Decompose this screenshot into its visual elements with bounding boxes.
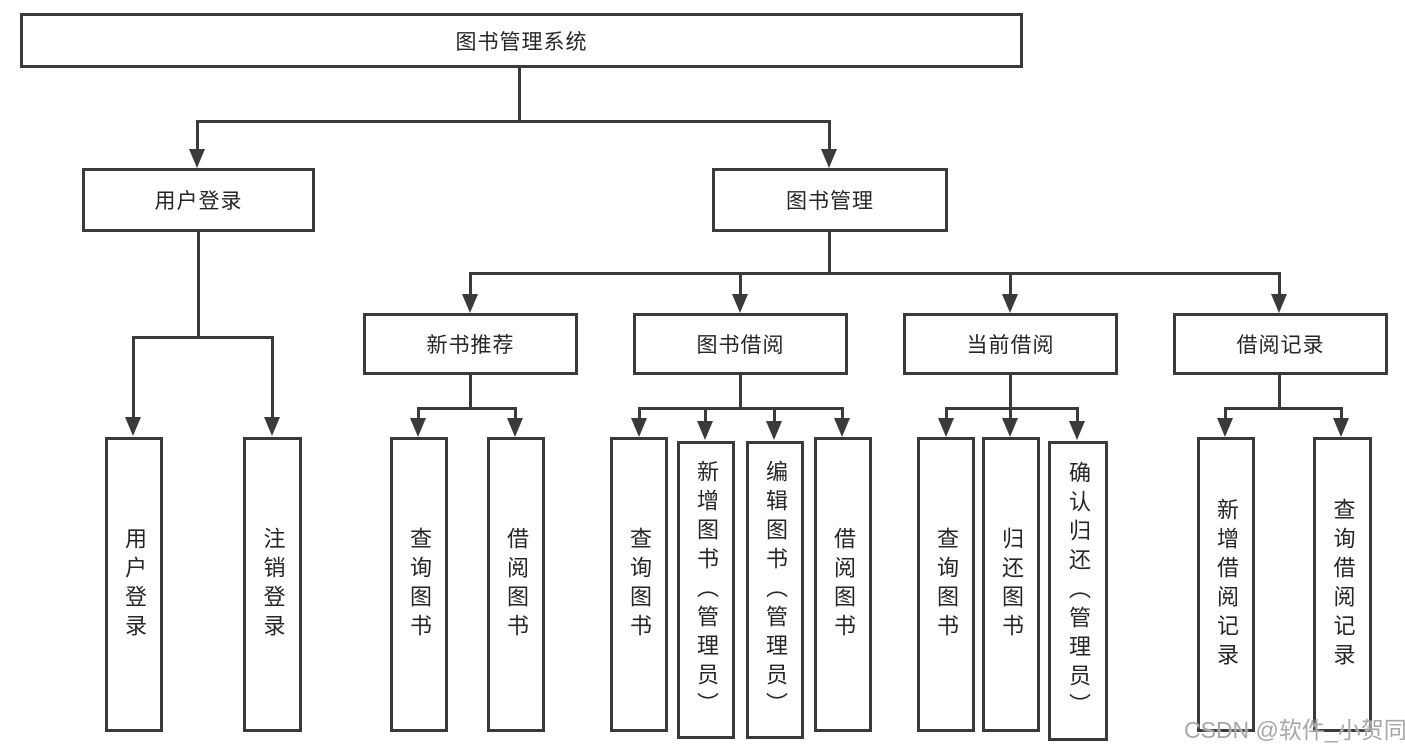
connector-book-borrow-bar [638, 407, 844, 410]
leaf-query-borrow-record: 查询借阅记录 [1313, 437, 1372, 732]
node-label: 图书借阅 [696, 334, 785, 357]
leaf-label: 用户登录 [122, 526, 147, 643]
connector-drop-new-book [469, 272, 472, 295]
arrow-down-icon [821, 149, 837, 168]
connector-drop-leaf [1009, 407, 1012, 420]
connector-borrow-records-stem [1278, 375, 1281, 407]
connector-current-borrow-bar [945, 407, 1079, 410]
connector-drop-user-login [196, 120, 199, 151]
node-label: 当前借阅 [966, 334, 1055, 357]
node-library-management-system: 图书管理系统 [20, 13, 1023, 68]
node-user-login: 用户登录 [82, 168, 315, 232]
arrow-down-icon [189, 149, 205, 168]
connector-borrow-records-bar [1224, 407, 1343, 410]
leaf-label: 归还图书 [999, 526, 1024, 643]
node-label: 用户登录 [154, 190, 243, 213]
arrow-down-icon [1271, 294, 1287, 313]
connector-new-book-bar [417, 407, 517, 410]
arrow-down-icon [1217, 418, 1233, 437]
leaf-label: 查询图书 [407, 526, 432, 643]
node-borrow-records: 借阅记录 [1173, 313, 1388, 375]
leaf-label: 查询借阅记录 [1330, 497, 1356, 672]
leaf-label: 借阅图书 [831, 526, 856, 643]
connector-drop-leaf [1076, 407, 1079, 422]
node-current-borrow: 当前借阅 [903, 313, 1118, 375]
connector-drop-leaf [773, 407, 776, 422]
node-label: 新书推荐 [426, 334, 515, 357]
connector-drop-leaf [514, 407, 517, 420]
leaf-label: 确认归还（管理员） [1066, 460, 1091, 722]
node-book-borrow: 图书借阅 [633, 313, 848, 375]
connector-drop-leaf [1340, 407, 1343, 420]
leaf-borrow-book-recommend: 借阅图书 [487, 437, 545, 732]
leaf-label: 查询图书 [627, 526, 652, 643]
connector-drop-leaf [841, 407, 844, 420]
node-book-management: 图书管理 [712, 168, 948, 232]
leaf-edit-book-admin: 编辑图书（管理员） [746, 441, 804, 739]
arrow-down-icon [938, 418, 954, 437]
connector-drop-leaf [271, 336, 274, 418]
leaf-label: 新增图书（管理员） [694, 459, 719, 721]
connector-book-borrow-stem [739, 375, 742, 407]
arrow-down-icon [631, 418, 647, 437]
connector-root-bar [196, 120, 831, 123]
leaf-query-book-current: 查询图书 [917, 437, 975, 732]
arrow-down-icon [697, 421, 713, 440]
connector-root-stem [518, 68, 521, 120]
connector-drop-leaf [417, 407, 420, 420]
connector-current-borrow-stem [1009, 375, 1012, 407]
arrow-down-icon [507, 418, 523, 437]
leaf-query-book-borrow: 查询图书 [610, 437, 668, 732]
arrow-down-icon [766, 421, 782, 440]
arrow-down-icon [1002, 418, 1018, 437]
arrow-down-icon [834, 418, 850, 437]
connector-drop-leaf [945, 407, 948, 420]
connector-drop-book-management [828, 120, 831, 151]
connector-drop-leaf [704, 407, 707, 422]
connector-drop-current-borrow [1009, 272, 1012, 295]
leaf-logout: 注销登录 [243, 437, 302, 732]
leaf-label: 借阅图书 [504, 526, 529, 643]
connector-drop-borrow-records [1278, 272, 1281, 295]
leaf-label: 新增借阅记录 [1214, 497, 1239, 672]
leaf-user-login: 用户登录 [105, 437, 163, 732]
leaf-label: 编辑图书（管理员） [763, 459, 788, 721]
node-label: 借阅记录 [1236, 334, 1325, 357]
leaf-return-book: 归还图书 [982, 437, 1040, 732]
node-label: 图书管理 [786, 190, 874, 213]
connector-drop-leaf [638, 407, 641, 420]
connector-book-mgmt-bar [469, 272, 1281, 275]
connector-drop-leaf [1224, 407, 1227, 420]
arrow-down-icon [1333, 418, 1349, 437]
arrow-down-icon [1069, 421, 1085, 440]
watermark: CSDN @软件_小贺同学 [1184, 717, 1405, 743]
leaf-borrow-book: 借阅图书 [814, 437, 872, 732]
leaf-confirm-return-admin: 确认归还（管理员） [1048, 441, 1108, 741]
node-new-book-recommend: 新书推荐 [363, 313, 578, 375]
connector-user-login-bar [132, 336, 274, 339]
arrow-down-icon [410, 418, 426, 437]
arrow-down-icon [462, 294, 478, 313]
connector-new-book-stem [469, 375, 472, 407]
arrow-down-icon [1002, 294, 1018, 313]
leaf-add-borrow-record: 新增借阅记录 [1197, 437, 1255, 732]
leaf-label: 查询图书 [934, 526, 959, 643]
arrow-down-icon [732, 294, 748, 313]
connector-user-login-stem [197, 232, 200, 336]
leaf-query-book-recommend: 查询图书 [390, 437, 448, 732]
leaf-label: 注销登录 [260, 526, 286, 643]
connector-drop-leaf [132, 336, 135, 418]
node-label: 图书管理系统 [455, 30, 588, 54]
connector-book-mgmt-stem [828, 232, 831, 272]
arrow-down-icon [125, 417, 141, 436]
leaf-add-book-admin: 新增图书（管理员） [677, 441, 735, 739]
arrow-down-icon [264, 417, 280, 436]
connector-drop-book-borrow [739, 272, 742, 295]
